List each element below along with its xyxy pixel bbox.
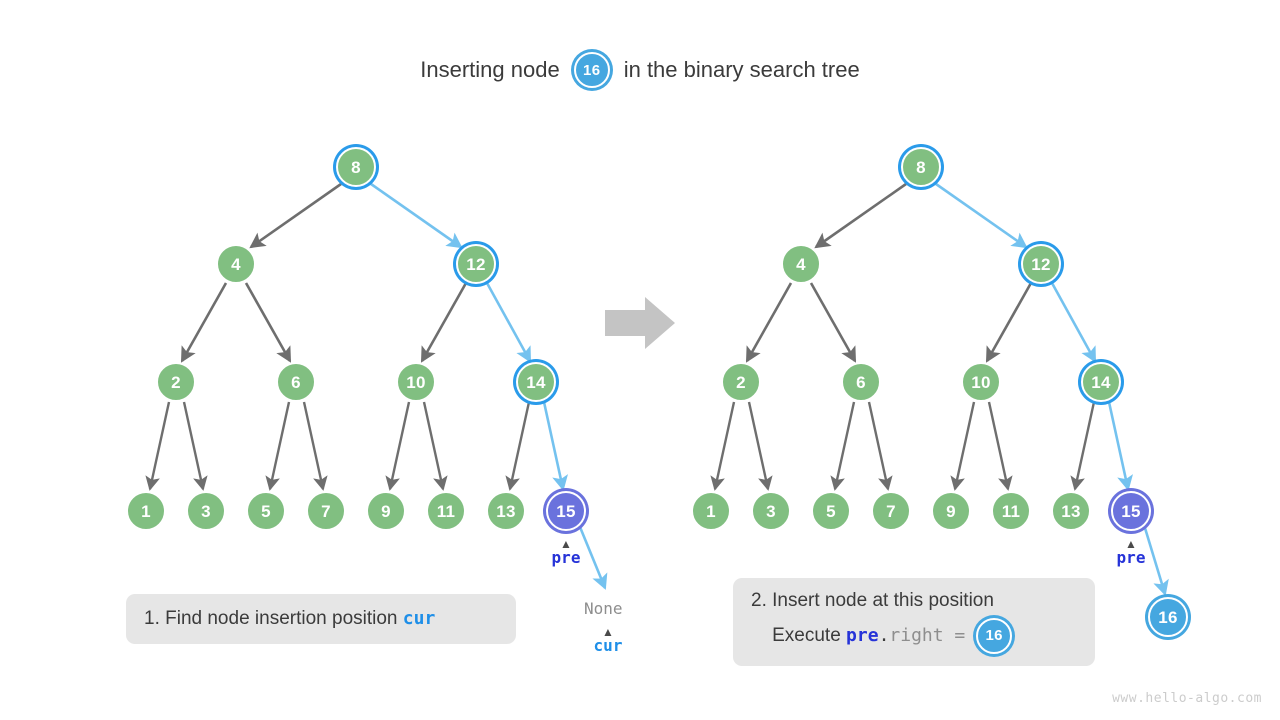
caption-text: 2. Insert node at this position: [751, 590, 994, 612]
caption-cur-token: cur: [402, 607, 436, 629]
tree-node-label: 5: [261, 501, 271, 521]
tree-node-label: 8: [916, 157, 926, 177]
tree-node-11[interactable]: 11: [991, 491, 1031, 531]
tree-node-label: 7: [321, 501, 331, 521]
tree-node-9[interactable]: 9: [366, 491, 406, 531]
tree-node-label: 1: [706, 501, 716, 521]
caption-node-chip-label: 16: [985, 627, 1003, 645]
tree-node-label: 15: [556, 501, 576, 521]
tree-node-label: 10: [406, 372, 426, 392]
tree-node-10[interactable]: 10: [961, 362, 1001, 402]
tree-node-8[interactable]: 8: [901, 147, 941, 187]
tree-node-label: 9: [381, 501, 391, 521]
tree-node-label: 6: [856, 372, 866, 392]
caption-dot: .: [878, 624, 890, 646]
tree-node-13[interactable]: 13: [486, 491, 526, 531]
tree-node-label: 9: [946, 501, 956, 521]
tree-node-4[interactable]: 4: [781, 244, 821, 284]
tree-node-label: 15: [1121, 501, 1141, 521]
tree-node-14[interactable]: 14: [516, 362, 556, 402]
tree-node-12[interactable]: 12: [1021, 244, 1061, 284]
tree-node-label: 11: [436, 501, 456, 521]
tree-node-5[interactable]: 5: [811, 491, 851, 531]
caret-up-icon: ▲: [560, 537, 572, 551]
tree-node-label: 14: [526, 372, 546, 392]
tree-node-label: 6: [291, 372, 301, 392]
tree-node-label: 7: [886, 501, 896, 521]
title-text-after: in the binary search tree: [623, 57, 860, 82]
tree-node-label: 11: [1001, 501, 1021, 521]
pointer-pre-left: ▲ pre: [542, 537, 590, 567]
caption-line: Execute pre.right = 16: [751, 617, 1077, 654]
tree-node-1[interactable]: 1: [126, 491, 166, 531]
tree-node-11[interactable]: 11: [426, 491, 466, 531]
tree-node-15-pre[interactable]: 15: [546, 491, 586, 531]
caption-step-2: 2. Insert node at this position Execute …: [733, 578, 1095, 666]
tree-node-label: 4: [231, 254, 241, 274]
tree-node-7[interactable]: 7: [871, 491, 911, 531]
tree-node-4[interactable]: 4: [216, 244, 256, 284]
watermark: www.hello-algo.com: [1112, 691, 1262, 706]
tree-node-label: 12: [466, 254, 486, 274]
title-node-chip-16: 16: [573, 52, 610, 88]
caption-pre-token: pre: [846, 624, 879, 646]
tree-node-8[interactable]: 8: [336, 147, 376, 187]
pointer-pre-right: ▲ pre: [1107, 537, 1155, 567]
tree-node-label: 2: [736, 372, 746, 392]
tree-node-label: 1: [141, 501, 151, 521]
pointer-label: pre: [551, 548, 581, 567]
caption-line: 2. Insert node at this position: [751, 590, 1077, 612]
tree-node-5[interactable]: 5: [246, 491, 286, 531]
tree-node-6[interactable]: 6: [841, 362, 881, 402]
caret-up-icon: ▲: [1125, 537, 1137, 551]
tree-node-3[interactable]: 3: [751, 491, 791, 531]
tree-node-label: 8: [351, 157, 361, 177]
tree-node-label: 12: [1031, 254, 1051, 274]
pointer-cur-left: ▲ cur: [584, 625, 632, 655]
caption-text: 1. Find node insertion position: [144, 608, 403, 630]
caption-right-token: right =: [889, 624, 977, 646]
caption-node-chip-16: 16: [976, 617, 1013, 654]
tree-node-label: 3: [201, 501, 211, 521]
tree-node-label: 2: [171, 372, 181, 392]
tree-node-label: 14: [1091, 372, 1111, 392]
tree-node-3[interactable]: 3: [186, 491, 226, 531]
tree-node-12[interactable]: 12: [456, 244, 496, 284]
tree-node-16-inserted[interactable]: 16: [1148, 597, 1188, 637]
none-label: None: [584, 599, 623, 618]
tree-node-label: 10: [971, 372, 991, 392]
caret-up-icon: ▲: [602, 625, 614, 639]
tree-node-2[interactable]: 2: [721, 362, 761, 402]
tree-node-label: 4: [796, 254, 806, 274]
tree-node-label: 3: [766, 501, 776, 521]
transition-right-arrow: [605, 297, 675, 349]
tree-node-13[interactable]: 13: [1051, 491, 1091, 531]
pointer-label: cur: [593, 636, 623, 655]
caption-text: Execute: [751, 625, 847, 646]
tree-node-label: 16: [1158, 607, 1178, 627]
tree-node-15-pre[interactable]: 15: [1111, 491, 1151, 531]
tree-node-9[interactable]: 9: [931, 491, 971, 531]
tree-node-7[interactable]: 7: [306, 491, 346, 531]
tree-node-label: 13: [496, 501, 516, 521]
tree-node-14[interactable]: 14: [1081, 362, 1121, 402]
title-text-before: Inserting node: [420, 57, 560, 82]
title-node-chip-label: 16: [583, 61, 601, 79]
caption-line: 1. Find node insertion position cur: [144, 608, 498, 630]
page-title: Inserting node 16 in the binary search t…: [0, 52, 1280, 88]
tree-node-10[interactable]: 10: [396, 362, 436, 402]
tree-node-label: 13: [1061, 501, 1081, 521]
caption-step-1: 1. Find node insertion position cur: [126, 594, 516, 644]
tree-node-2[interactable]: 2: [156, 362, 196, 402]
pointer-label: pre: [1116, 548, 1146, 567]
tree-node-label: 5: [826, 501, 836, 521]
tree-node-1[interactable]: 1: [691, 491, 731, 531]
tree-node-6[interactable]: 6: [276, 362, 316, 402]
